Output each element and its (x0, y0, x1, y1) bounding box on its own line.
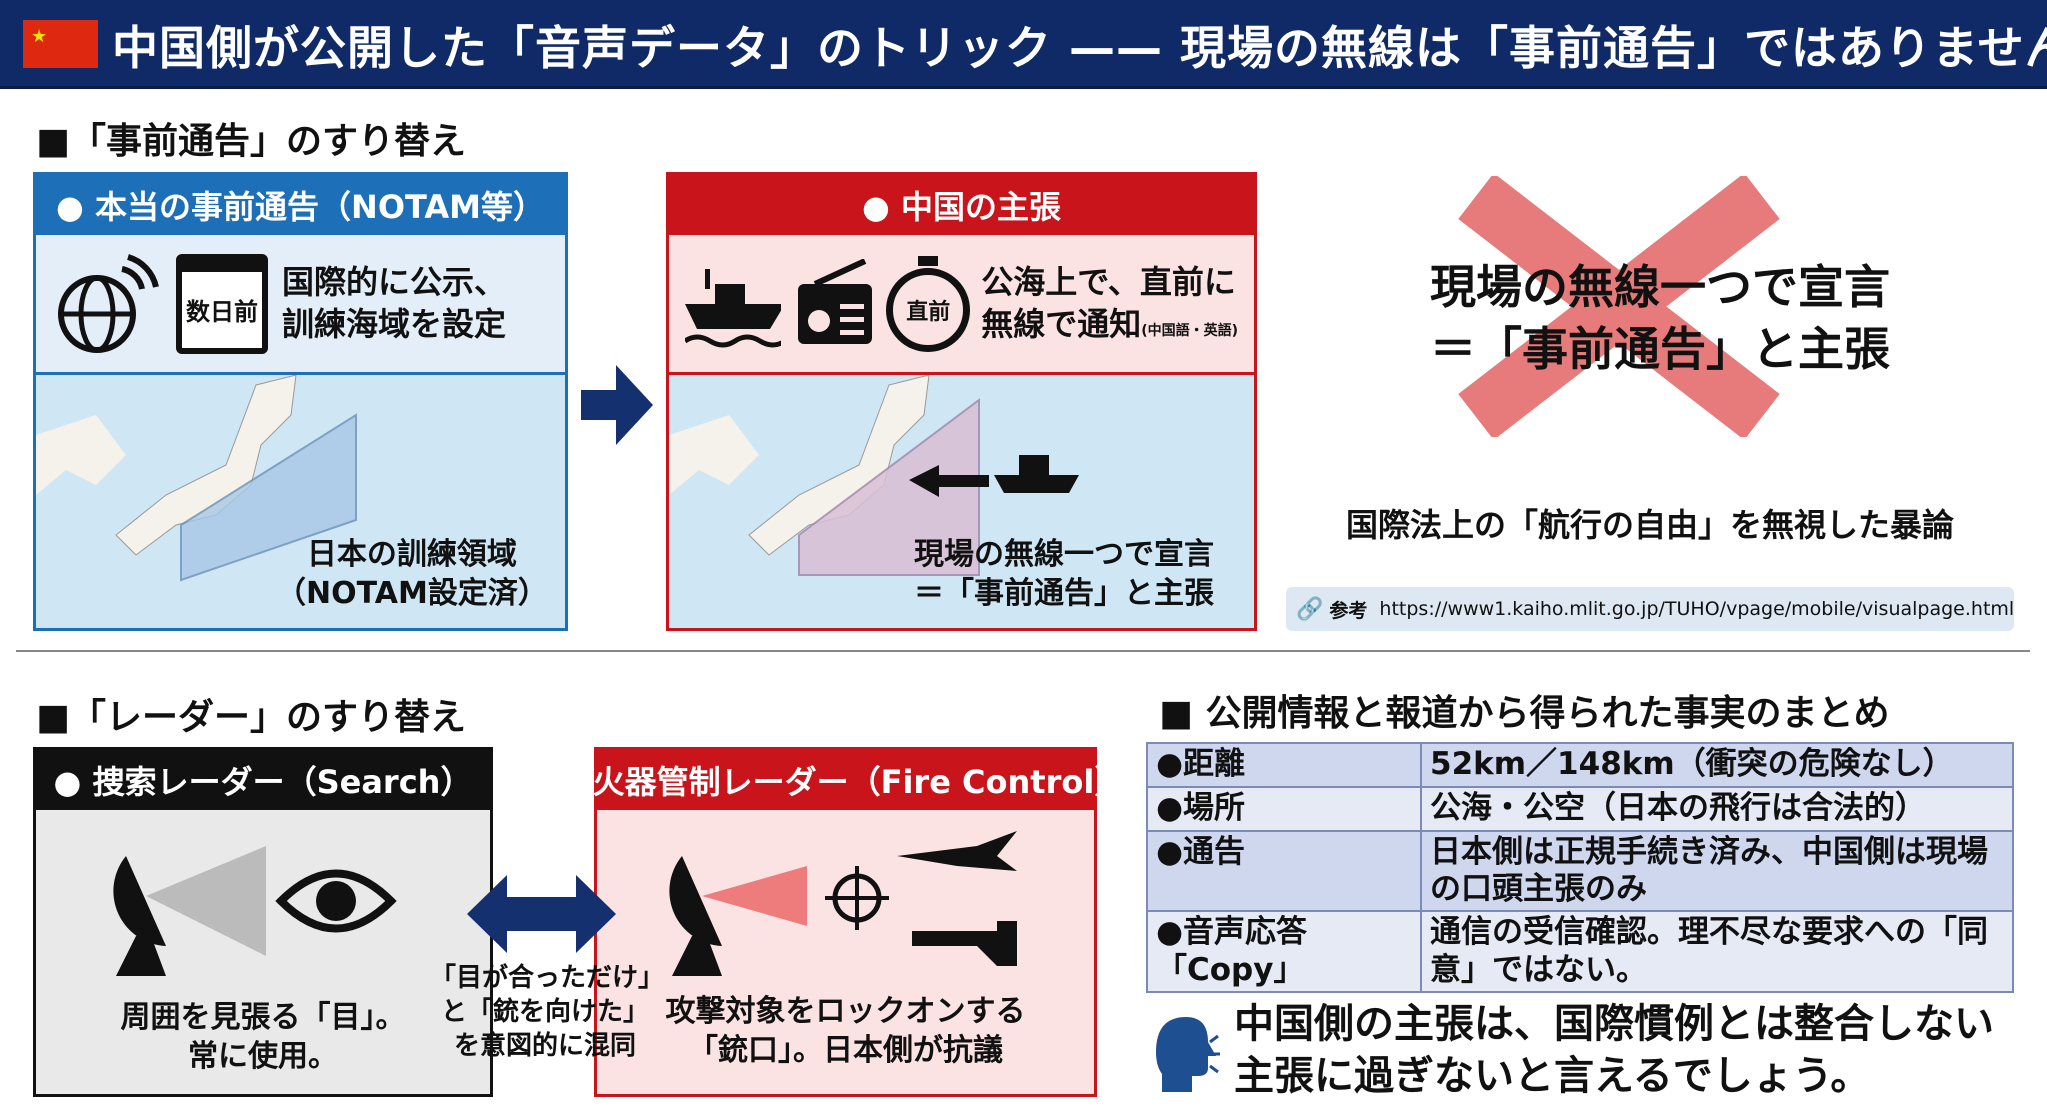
conclusion-line-1: 中国側の主張は、国際慣例とは整合しない (1234, 1001, 1994, 1047)
fire-control-panel: ●火器管制レーダー（Fire Control） 攻撃対象をロックオンする「銃口」… (565, 747, 1126, 1097)
notam-panel: ● 本当の事前通告（NOTAM等） 数日前 国際的に公示、訓練海域を設定 日本の… (33, 172, 568, 631)
notam-map-label-1: 日本の訓練領域 (306, 537, 517, 572)
row-value: 通信の受信確認。理不尽な要求への「同意」ではない。 (1420, 910, 2014, 993)
china-map-label-2: ＝「事前通告」と主張 (914, 576, 1214, 611)
svg-text:★: ★ (31, 26, 47, 47)
china-claim-map: 現場の無線一つで宣言 ＝「事前通告」と主張 (669, 375, 1254, 628)
row-key: ●通告 (1146, 829, 1422, 913)
china-text-2: 無線で通知 (981, 304, 1142, 343)
china-flag-icon: ★ (23, 20, 98, 68)
speaking-head-icon (1156, 1017, 1220, 1092)
row-value: 日本側は正規手続き済み、中国側は現場の口頭主張のみ (1420, 829, 2014, 913)
verdict-text: 国際法上の「航行の自由」を無視した暴論 (1345, 506, 1954, 544)
row-value: 52km／148km（衝突の危険なし） (1420, 742, 2014, 788)
china-map-label-1: 現場の無線一つで宣言 (914, 537, 1214, 572)
ship-icon (685, 268, 782, 347)
table-row: ●通告日本側は正規手続き済み、中国側は現場の口頭主張のみ (1146, 829, 2014, 913)
notam-text-1: 国際的に公示、 (282, 262, 507, 301)
conclusion-line-2: 主張に過ぎないと言えるでしょう。 (1234, 1053, 1871, 1099)
china-claim-panel: ● 中国の主張 直前 公海上で、直前に無線で通知(中国語・英語) 現場の無線一つ… (666, 172, 1257, 631)
radar-target-icon (669, 831, 1017, 976)
search-text-1: 周囲を見張る「目」。 (120, 1000, 406, 1035)
right-arrow-icon (581, 365, 653, 445)
table-row: ●場所公海・公空（日本の飛行は合法的） (1146, 786, 2014, 832)
double-arrow-icon (467, 875, 616, 953)
radar-eye-icon (113, 846, 397, 976)
calendar-icon: 数日前 (176, 253, 268, 354)
table-row: ●音声応答「Copy」通信の受信確認。理不尽な要求への「同意」ではない。 (1146, 910, 2014, 993)
notam-heading: ● 本当の事前通告（NOTAM等） (36, 175, 565, 235)
middle-text-1: 「目が合っただけ」 (430, 963, 665, 993)
china-text-2-note: (中国語・英語) (1141, 322, 1238, 339)
section-title-facts: ■ 公開情報と報道から得られた事実のまとめ (1159, 693, 1890, 734)
stopwatch-icon: 直前 (886, 255, 971, 352)
middle-text-2: と「銃を向けた」 (440, 996, 649, 1027)
fire-text-1: 攻撃対象をロックオンする (665, 994, 1026, 1029)
notam-map-label-2: （NOTAM設定済） (276, 576, 548, 611)
fire-control-heading: ●火器管制レーダー（Fire Control） (565, 750, 1126, 810)
link-icon: 🔗 (1296, 596, 1324, 622)
row-key: ●距離 (1146, 742, 1422, 788)
notam-text-2: 訓練海域を設定 (282, 304, 507, 343)
middle-text-3: を意図的に混同 (453, 1030, 636, 1061)
china-heading: ● 中国の主張 (669, 175, 1254, 235)
rejected-claim-line-1: 現場の無線一つで宣言 (1430, 260, 1890, 314)
header-bar (0, 0, 2047, 89)
section-title-radar: ■「レーダー」のすり替え (36, 697, 467, 738)
row-value: 公海・公空（日本の飛行は合法的） (1420, 786, 2014, 832)
search-radar-heading: ● 捜索レーダー（Search） (36, 750, 490, 810)
row-key: ●場所 (1146, 786, 1422, 832)
page-title: 中国側が公開した「音声データ」のトリック —— 現場の無線は「事前通告」ではあり… (112, 21, 2047, 75)
search-text-2: 常に使用。 (188, 1039, 338, 1074)
section-title-notice: ■「事前通告」のすり替え (36, 121, 467, 162)
radio-icon (798, 258, 873, 344)
cross-mark-icon (1458, 176, 1780, 437)
japan-map: 日本の訓練領域 （NOTAM設定済） (36, 375, 565, 628)
divider (16, 650, 2030, 652)
china-text-1: 公海上で、直前に (981, 262, 1236, 301)
rejected-claim-line-2: ＝「事前通告」と主張 (1430, 322, 1890, 377)
reference-label: 参考 (1329, 599, 1368, 622)
row-key: ●音声応答「Copy」 (1146, 910, 1422, 993)
globe-signal-icon (58, 253, 159, 353)
reference-link[interactable]: 🔗 参考 https://www1.kaiho.mlit.go.jp/TUHO/… (1286, 587, 2014, 631)
reference-url[interactable]: https://www1.kaiho.mlit.go.jp/TUHO/vpage… (1379, 598, 2015, 620)
search-radar-panel: ● 捜索レーダー（Search） 周囲を見張る「目」。常に使用。 (33, 747, 493, 1097)
fire-text-2: 「銃口」。日本側が抗議 (688, 1033, 1003, 1068)
